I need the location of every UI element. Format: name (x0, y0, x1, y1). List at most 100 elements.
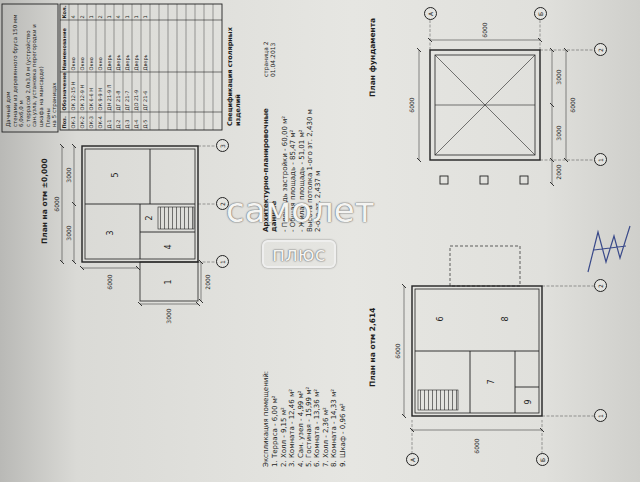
title-block-text: Дачный дом (5, 5, 12, 127)
table-cell: 1 (106, 5, 113, 19)
dimension: 2000 (205, 274, 212, 289)
room-list: 4. Сан. узел - 4,99 м² (297, 297, 305, 467)
table-row-line (123, 4, 124, 130)
table-cell: ДГ 21-6 (142, 73, 149, 111)
table-row-line (132, 4, 133, 130)
dimension: 6000 (474, 438, 481, 453)
room-number: 7 (488, 379, 497, 384)
table-title: Спецификация столярных изделий (227, 4, 243, 126)
room-list: 3. Комната - 12,46 м² (288, 297, 296, 467)
table-cell: Дверь (124, 21, 131, 71)
dimension: 3000 (66, 225, 73, 240)
table-cell: Д-2 (115, 113, 122, 129)
dimension: 3000 (66, 167, 73, 182)
table-row-line (195, 4, 196, 130)
room-list: 9. Шкаф - 0,96 м² (339, 297, 347, 467)
table-row-line (69, 4, 70, 130)
table-header: Обозначение (61, 73, 68, 111)
table-title-group: Спецификация столярных изделий (227, 4, 243, 126)
table-header: Наименование (61, 21, 68, 71)
table-cell: Окно (88, 21, 95, 71)
table-row-line (105, 4, 106, 130)
table-cell: 1 (88, 5, 95, 19)
dimension: 6000 (395, 343, 402, 358)
title-block-text: Планы (45, 5, 52, 127)
table-cell: 1 (142, 5, 149, 19)
table-cell: Дверь (115, 21, 122, 71)
title-block-text-group: Дачный домстенами из деревянного бруса 1… (5, 5, 58, 127)
room-number: 9 (525, 399, 534, 404)
table-cell: ДГ 21-7 (124, 73, 131, 111)
axis-marker: 1 (216, 256, 229, 269)
title-block-text: на 5 страницах (51, 5, 58, 127)
plan-title-group: План на отм ±0,000 (40, 132, 49, 244)
sheet-stamp: 01.04.2013 (269, 5, 276, 77)
axis-marker: 3 (216, 140, 229, 153)
room-list: 7. Холл - 2,36 м² (322, 297, 330, 467)
room-list: 2. Холл - 9,15 м² (280, 297, 288, 467)
room-number: 1 (165, 279, 174, 284)
plan-title: План фундамента (368, 2, 377, 97)
table-cell: ОК-4 (97, 113, 104, 129)
table-cell: ОК-1 (70, 113, 77, 129)
table-cell: ОК 9-9 Н (97, 73, 104, 111)
axis-marker: 1 (594, 154, 607, 167)
axis-marker: А (424, 8, 437, 21)
table-rows (69, 4, 213, 130)
watermark: самолет (226, 190, 374, 230)
room-number: 6 (437, 316, 446, 321)
room-list-group: Экспликация помещений:1. Терраса - 6,00 … (262, 297, 347, 467)
axis-marker: 2 (594, 44, 607, 57)
sheet-stamp: страница 2 (262, 5, 269, 77)
table-cell: 2 (79, 5, 86, 19)
table-row-line (168, 4, 169, 130)
axis-marker: Б (536, 454, 549, 467)
room-list: Экспликация помещений: (262, 297, 270, 467)
room-list: 1. Терраса - 6,00 м² (271, 297, 279, 467)
table-row-line (150, 4, 151, 130)
axis-marker: Б (534, 8, 547, 21)
plan-title: План на отм ±0,000 (40, 132, 49, 244)
dimension: 6000 (107, 274, 114, 289)
room-list: 8. Комната - 14,33 м² (330, 297, 338, 467)
plan-title: План на отм 2,614 (368, 267, 377, 387)
table-cell: 1 (124, 5, 131, 19)
title-block-text: с террасой 2,0х3,0 м (устройство сан.узл… (25, 5, 45, 127)
dimension: 6000 (54, 196, 61, 211)
table-cell: ОК-2 (79, 113, 86, 129)
attic-floor-plan (404, 246, 594, 454)
table-cell: Д-1 (106, 113, 113, 129)
table-cell: Окно (79, 21, 86, 71)
table-cell: ОК-3 (88, 113, 95, 129)
sheet-stamp-group: страница 201.04.2013 (262, 5, 276, 77)
watermark: плюс (262, 240, 336, 268)
table-cell: ДО 21-9 (133, 73, 140, 111)
table-cell: ДН 21-9 Л (106, 73, 113, 111)
ground-floor-plan (62, 146, 216, 304)
table-header: Поз. (61, 113, 68, 129)
table-cell: 4 (70, 5, 77, 19)
room-number: 5 (112, 172, 121, 177)
table-cell: Окно (70, 21, 77, 71)
plan-title-group: План фундамента (368, 2, 377, 97)
table-cell: Дверь (142, 21, 149, 71)
table-row-line (159, 4, 160, 130)
plan-title-group: План на отм 2,614 (368, 267, 377, 387)
table-row-line (186, 4, 187, 130)
table-cell: ОК 12-15 Н (70, 73, 77, 111)
table-cell: ДГ 21-8 (115, 73, 122, 111)
table-cell: ОК 12-9 Н (79, 73, 86, 111)
title-frame (2, 4, 58, 132)
table-cell: 4 (115, 5, 122, 19)
room-number: 8 (502, 316, 511, 321)
axis-marker: 2 (594, 280, 607, 293)
table-row-line (204, 4, 205, 130)
signature-stroke (588, 226, 630, 272)
table-cell: Д-5 (142, 113, 149, 129)
table-header: Кол. (61, 5, 68, 19)
room-list: 6. Комната - 13,36 м² (313, 297, 321, 467)
table-cell: Окно (97, 21, 104, 71)
table-frame (60, 4, 222, 130)
dimension: 6000 (409, 97, 416, 112)
dimension: 3000 (166, 308, 173, 323)
